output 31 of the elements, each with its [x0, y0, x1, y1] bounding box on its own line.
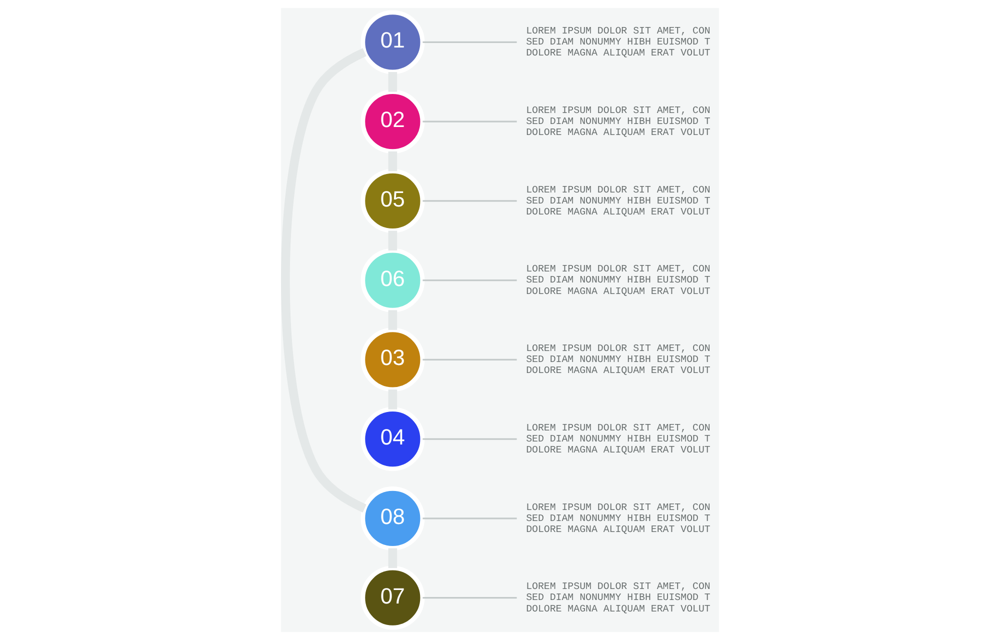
- connector: [422, 438, 517, 440]
- node-text: LOREM IPSUM DOLOR SIT AMET, CON SED DIAM NONUMMY HIBH EUISMOD T DOLORE MAGNA ALIQUAM ERAT VOLUT: [526, 422, 710, 456]
- connector: [422, 358, 517, 361]
- node-circle: 08: [360, 486, 425, 550]
- node-circle: 05: [360, 168, 425, 233]
- node-circle: 03: [360, 328, 425, 392]
- node-text: LOREM IPSUM DOLOR SIT AMET, CON SED DIAM NONUMMY HIBH EUISMOD T DOLORE MAGNA ALIQUAM ERAT VOLUT: [526, 104, 710, 138]
- node-circle: 07: [360, 566, 425, 630]
- connector: [388, 72, 398, 92]
- connector: [281, 48, 366, 512]
- connector: [422, 279, 517, 282]
- node-text: LOREM IPSUM DOLOR SIT AMET, CON SED DIAM NONUMMY HIBH EUISMOD T DOLORE MAGNA ALIQUAM ERAT VOLUT: [526, 343, 710, 376]
- connector: [388, 151, 398, 172]
- connector: [422, 518, 517, 520]
- connector: [388, 548, 398, 568]
- connector: [422, 120, 517, 122]
- connector: [422, 41, 517, 44]
- connector: [422, 200, 517, 202]
- node-text: LOREM IPSUM DOLOR SIT AMET, CON SED DIAM NONUMMY HIBH EUISMOD T DOLORE MAGNA ALIQUAM ERAT VOLUT: [526, 264, 710, 297]
- node-circle: 04: [360, 407, 425, 472]
- node-text: LOREM IPSUM DOLOR SIT AMET, CON SED DIAM NONUMMY HIBH EUISMOD T DOLORE MAGNA ALIQUAM ERAT VOLUT: [526, 502, 710, 535]
- node-circle: 02: [360, 90, 425, 154]
- node-text: LOREM IPSUM DOLOR SIT AMET, CON SED DIAM NONUMMY HIBH EUISMOD T DOLORE MAGNA ALIQUAM ERAT VOLUT: [526, 184, 710, 218]
- node-circle: 01: [360, 10, 425, 74]
- connector: [388, 390, 398, 410]
- connector: [422, 596, 517, 599]
- connector: [388, 310, 398, 330]
- node-text: LOREM IPSUM DOLOR SIT AMET, CON SED DIAM NONUMMY HIBH EUISMOD T DOLORE MAGNA ALIQUAM ERAT VOLUT: [526, 581, 710, 614]
- node-circle: 06: [360, 248, 425, 312]
- connector: [388, 230, 398, 251]
- node-text: LOREM IPSUM DOLOR SIT AMET, CON SED DIAM NONUMMY HIBH EUISMOD T DOLORE MAGNA ALIQUAM ERAT VOLUT: [526, 26, 710, 59]
